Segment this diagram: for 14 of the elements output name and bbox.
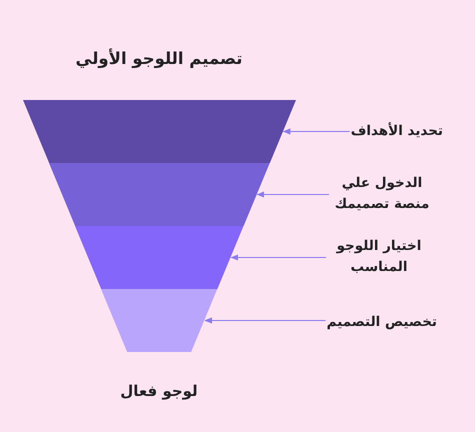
step-label: تحديد الأهداف [350,121,443,142]
arrow [256,191,329,198]
funnel-band [74,226,244,289]
title: تصميم اللوجو الأولي [76,48,242,68]
step-label: الدخول علي منصة تصميمك [330,173,434,215]
funnel-band [100,289,218,352]
funnel-result-label: لوجو فعال [120,382,198,400]
step-label: اختيار اللوجو المناسب [327,236,431,278]
arrow [204,317,326,324]
step-label: تخصيص التصميم [326,312,437,333]
funnel-band [48,163,270,226]
funnel-band [22,100,296,163]
arrow [282,128,350,135]
arrow [230,254,326,261]
